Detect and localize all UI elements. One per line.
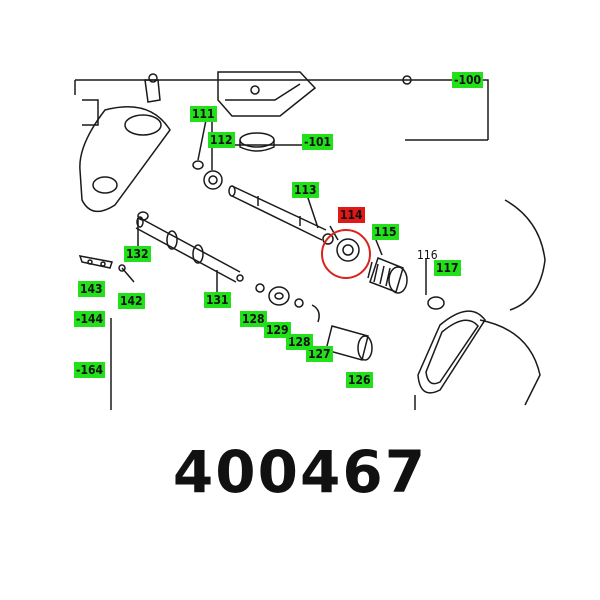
part-111 [192,160,204,170]
label-116: 116 [417,248,438,262]
label-142: 142 [118,293,145,309]
part-number: 400467 [172,438,428,506]
label-144: -144 [74,311,106,327]
frame-outline [74,79,489,140]
label-132: 132 [124,246,151,262]
part-129 [268,286,290,306]
label-126: 126 [346,372,373,388]
label-112: 112 [208,132,235,148]
label-100: -100 [452,72,484,88]
highlight-circle [321,229,371,279]
label-164: -164 [74,362,106,378]
label-131: 131 [204,292,231,308]
label-113: 113 [292,182,319,198]
label-114: 114 [338,207,365,223]
label-111: 111 [190,106,217,122]
part-114 [336,238,360,262]
label-128-a: 128 [240,311,267,327]
part-143 [78,255,113,269]
part-127 [311,304,320,323]
part-113-shaft [231,185,327,241]
drive-belt [417,310,486,394]
housing-top [217,71,317,117]
part-128 [255,283,265,293]
part-132 [137,211,149,221]
part-117 [427,296,445,310]
label-143: 143 [78,281,105,297]
gear-housing [79,106,171,213]
label-128-b: 128 [286,334,313,350]
label-127: 127 [306,346,333,362]
label-129: 129 [264,322,291,338]
label-101: -101 [302,134,334,150]
part-126 [325,325,369,361]
label-115: 115 [372,224,399,240]
part-131-shaft [135,217,241,283]
right-housing [504,199,546,311]
label-117: 117 [434,260,461,276]
part-112 [203,170,223,190]
